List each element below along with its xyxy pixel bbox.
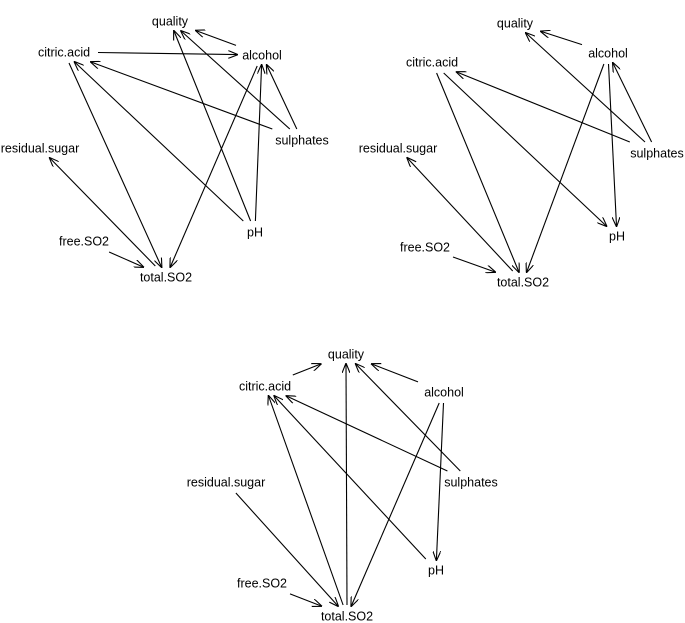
- edge-citric-acid-to-quality: [292, 364, 321, 376]
- node-ph: pH: [247, 226, 263, 240]
- edge-sulphates-to-citric-acid: [287, 396, 448, 472]
- node-free-so2: free.SO2: [400, 241, 450, 255]
- edge-alcohol-to-ph: [607, 63, 617, 226]
- edge-sulphates-to-alcohol: [267, 65, 298, 130]
- node-alcohol: alcohol: [242, 49, 282, 63]
- edge-alcohol-to-total-so2: [527, 63, 605, 272]
- node-residual-sugar: residual.sugar: [1, 142, 80, 156]
- node-total-so2: total.SO2: [497, 276, 549, 290]
- edge-sulphates-to-quality: [356, 364, 461, 472]
- node-residual-sugar: residual.sugar: [359, 142, 438, 156]
- edge-sulphates-to-quality: [526, 33, 646, 143]
- node-citric-acid: citric.acid: [38, 46, 90, 60]
- node-quality: quality: [328, 348, 365, 362]
- edge-sulphates-to-alcohol: [613, 63, 653, 143]
- edge-total-so2-to-quality: [346, 364, 347, 606]
- node-sulphates: sulphates: [630, 147, 684, 161]
- node-alcohol: alcohol: [588, 47, 628, 61]
- graph-top-right: quality citric.acid alcohol residual.sugar s…: [359, 17, 684, 290]
- edge-citric-acid-to-ph: [443, 72, 607, 226]
- node-free-so2: free.SO2: [59, 235, 109, 249]
- node-free-so2: free.SO2: [237, 577, 287, 591]
- edge-total-so2-to-citric-acid: [269, 396, 344, 606]
- edge-sulphates-to-citric-acid: [457, 72, 631, 143]
- node-quality: quality: [152, 15, 189, 29]
- node-residual-sugar: residual.sugar: [187, 476, 266, 490]
- edge-free-so2-to-total-so2: [108, 251, 143, 267]
- node-alcohol: alcohol: [424, 386, 464, 400]
- edge-citric-acid-to-total-so2: [68, 62, 162, 267]
- edge-total-so2-to-residual-sugar: [407, 158, 514, 272]
- edge-total-so2-to-residual-sugar: [50, 158, 156, 267]
- node-sulphates: sulphates: [275, 134, 329, 148]
- edge-citric-acid-to-total-so2: [436, 72, 519, 272]
- edge-ph-to-citric-acid: [274, 396, 427, 560]
- edge-residual-sugar-to-total-so2: [235, 492, 338, 606]
- graph-bottom: quality citric.acid alcohol residual.sugar s…: [187, 348, 498, 623]
- edge-ph-to-citric-acid: [75, 62, 244, 222]
- node-citric-acid: citric.acid: [239, 380, 291, 394]
- edge-ph-to-quality: [174, 31, 252, 222]
- edge-alcohol-to-quality: [196, 31, 237, 46]
- edge-ph-to-alcohol: [254, 65, 261, 222]
- node-sulphates: sulphates: [444, 476, 498, 490]
- edge-sulphates-to-quality: [181, 31, 291, 130]
- edge-alcohol-to-total-so2: [351, 402, 440, 606]
- node-citric-acid: citric.acid: [406, 56, 458, 70]
- node-ph: pH: [609, 230, 625, 244]
- edge-alcohol-to-quality: [541, 31, 583, 46]
- node-quality: quality: [497, 17, 534, 31]
- edge-alcohol-to-ph: [436, 402, 445, 560]
- node-total-so2: total.SO2: [140, 271, 192, 285]
- edge-sulphates-to-citric-acid: [91, 62, 273, 130]
- edge-free-so2-to-total-so2: [289, 593, 321, 606]
- node-ph: pH: [428, 564, 444, 578]
- edge-free-so2-to-total-so2: [452, 256, 495, 272]
- edge-alcohol-to-total-so2: [170, 65, 258, 267]
- edge-citric-acid-to-alcohol: [97, 53, 237, 55]
- node-total-so2: total.SO2: [321, 610, 373, 623]
- edge-alcohol-to-quality: [372, 364, 419, 383]
- graph-top-left: quality citric.acid alcohol residual.sugar s…: [1, 15, 329, 285]
